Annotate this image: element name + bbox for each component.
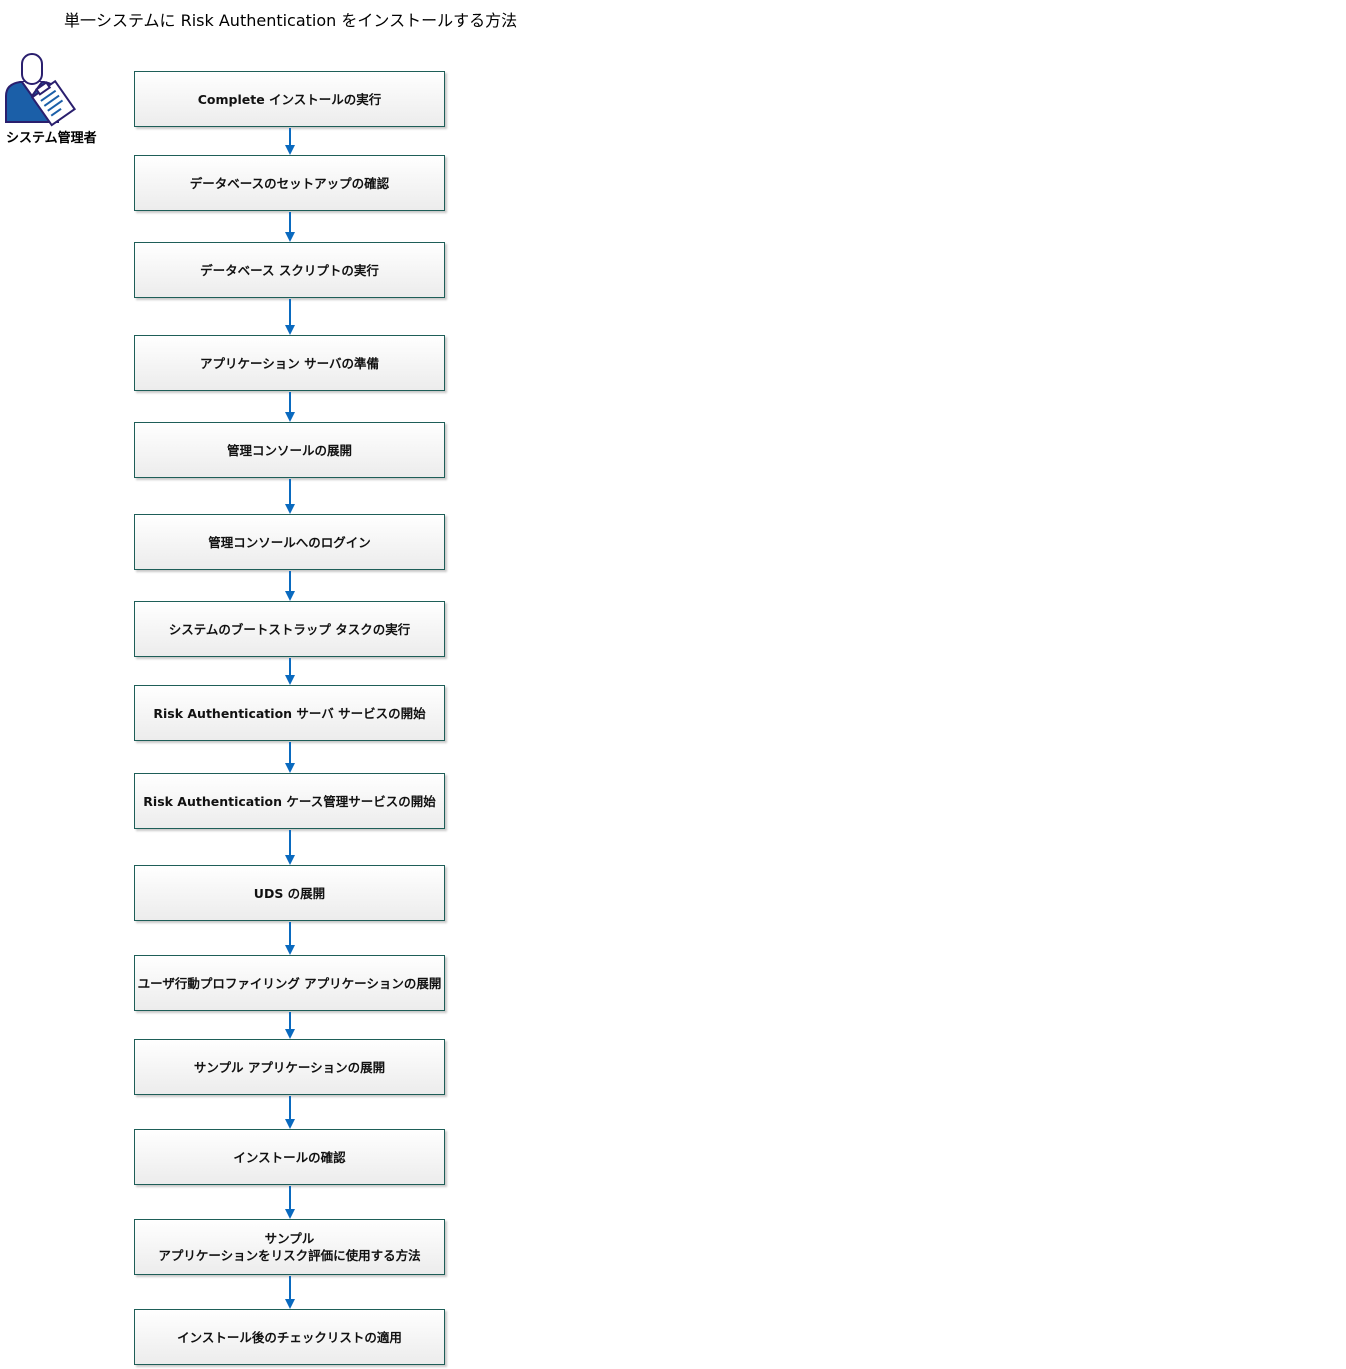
flow-step: Risk Authentication ケース管理サービスの開始	[134, 773, 445, 829]
flow-step: システムのブートストラップ タスクの実行	[134, 601, 445, 657]
flow-step-label: Complete インストールの実行	[197, 91, 382, 107]
arrow-down-icon	[285, 1276, 295, 1309]
flow-step: ユーザ行動プロファイリング アプリケーションの展開	[134, 955, 445, 1011]
flow-step: サンプル アプリケーションの展開	[134, 1039, 445, 1095]
flow-step: サンプル アプリケーションをリスク評価に使用する方法	[134, 1219, 445, 1275]
flow-step-label: サンプル アプリケーションの展開	[193, 1059, 386, 1075]
flow-step: データベース スクリプトの実行	[134, 242, 445, 298]
flow-step: インストール後のチェックリストの適用	[134, 1309, 445, 1365]
flow-step-label: アプリケーション サーバの準備	[200, 355, 379, 371]
arrow-down-icon	[285, 299, 295, 335]
flow-step: データベースのセットアップの確認	[134, 155, 445, 211]
flow-step: インストールの確認	[134, 1129, 445, 1185]
flow-step-label: 管理コンソールへのログイン	[208, 534, 371, 550]
actor-label: システム管理者	[6, 131, 97, 146]
flow-step: アプリケーション サーバの準備	[134, 335, 445, 391]
arrow-down-icon	[285, 1096, 295, 1129]
flow-step-label: データベースのセットアップの確認	[189, 175, 390, 191]
flow-step: Risk Authentication サーバ サービスの開始	[134, 685, 445, 741]
arrow-down-icon	[285, 392, 295, 422]
arrow-down-icon	[285, 128, 295, 155]
flow-step-label: ユーザ行動プロファイリング アプリケーションの展開	[137, 975, 442, 991]
flow-step: Complete インストールの実行	[134, 71, 445, 127]
flow-step-label: インストールの確認	[233, 1149, 346, 1165]
arrow-down-icon	[285, 1012, 295, 1039]
flow-step-label: インストール後のチェックリストの適用	[177, 1329, 402, 1345]
flow-step-label: システムのブートストラップ タスクの実行	[168, 621, 411, 637]
diagram-title: 単一システムに Risk Authentication をインストールする方法	[64, 11, 518, 30]
arrow-down-icon	[285, 742, 295, 773]
arrow-down-icon	[285, 830, 295, 865]
administrator-icon	[2, 52, 102, 132]
flow-step: 管理コンソールへのログイン	[134, 514, 445, 570]
arrow-down-icon	[285, 922, 295, 955]
flow-step-label: サンプル アプリケーションをリスク評価に使用する方法	[158, 1231, 421, 1263]
arrow-down-icon	[285, 571, 295, 601]
arrow-down-icon	[285, 1186, 295, 1219]
flow-step-label: UDS の展開	[253, 885, 326, 901]
flow-step-label: データベース スクリプトの実行	[200, 262, 379, 278]
arrow-down-icon	[285, 479, 295, 514]
flow-step: UDS の展開	[134, 865, 445, 921]
flow-step-label: Risk Authentication サーバ サービスの開始	[153, 705, 426, 721]
flow-step-label: Risk Authentication ケース管理サービスの開始	[143, 793, 436, 809]
arrow-down-icon	[285, 212, 295, 242]
flow-step-label: 管理コンソールの展開	[226, 442, 352, 458]
flow-step: 管理コンソールの展開	[134, 422, 445, 478]
arrow-down-icon	[285, 658, 295, 685]
